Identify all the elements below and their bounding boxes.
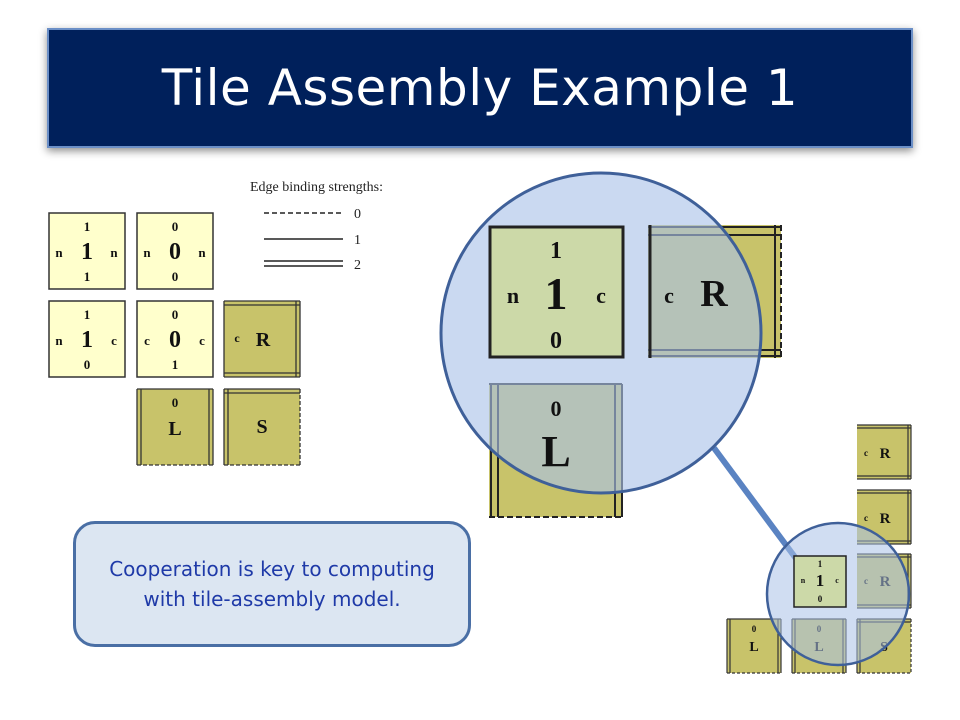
assembly-tile-one: 1 1 0 n c	[793, 555, 847, 608]
tile-center-label: R	[256, 329, 271, 351]
tile-bottom-label: 0	[818, 594, 823, 604]
tile-left-label: c	[144, 333, 150, 348]
zoom-tile-r-labels: c R	[648, 225, 728, 358]
callout-line-1: Cooperation is key to computing	[109, 557, 435, 581]
tile-bottom-label: 0	[172, 269, 179, 284]
zoom-tile-one: 1 1 0 n c	[488, 225, 625, 359]
binding-legend: Edge binding strengths: 0 1 2	[250, 180, 383, 273]
tile-left-label: n	[55, 333, 63, 348]
callout-line-2: with tile-assembly model.	[143, 587, 401, 611]
tile-right-label: c	[199, 333, 205, 348]
tile-top-label: 1	[84, 307, 91, 322]
tile-right-label: c	[596, 283, 606, 308]
tile-center-label: L	[749, 640, 758, 655]
tile-center-label: 0	[169, 327, 181, 353]
tile-s-small: S	[223, 388, 301, 466]
tile-left-label: c	[864, 448, 868, 458]
tile-top-label: 0	[172, 219, 179, 234]
tile-center-label: R	[700, 273, 728, 315]
tile-right-label: c	[111, 333, 117, 348]
tile-zero-c: 0 0 1 c c	[136, 300, 214, 378]
tile-center-label: 1	[81, 239, 93, 265]
tile-top-label: 1	[818, 559, 823, 569]
tile-top-label: 1	[550, 238, 562, 264]
tile-center-label: L	[541, 427, 570, 476]
title-bar: Tile Assembly Example 1	[47, 28, 913, 148]
tile-center-label: R	[880, 511, 891, 527]
tile-top-label: 0	[752, 624, 757, 634]
tile-left-label: c	[664, 283, 674, 308]
tile-center-label: 1	[816, 571, 825, 590]
tile-center-label: S	[256, 416, 267, 438]
tile-right-label: n	[198, 245, 206, 260]
tile-top-label: 0	[551, 396, 562, 421]
tile-zero-n: 0 0 0 n n	[136, 212, 214, 290]
page-title: Tile Assembly Example 1	[161, 59, 799, 117]
callout-box: Cooperation is key to computing with til…	[73, 521, 471, 647]
tile-center-label: R	[880, 446, 891, 462]
tile-l-small: 0 L	[136, 388, 214, 466]
tile-one-c: 1 1 0 n c	[48, 300, 126, 378]
tile-left-label: n	[801, 576, 806, 585]
tile-right-label: c	[835, 576, 839, 585]
tile-left-label: c	[234, 331, 240, 345]
tile-center-label: 1	[545, 268, 568, 319]
tile-center-label: 1	[81, 327, 93, 353]
tile-top-label: 0	[172, 307, 179, 322]
legend-label-1: 1	[354, 233, 361, 248]
tile-top-label: 0	[172, 395, 179, 410]
tile-center-label: L	[168, 418, 181, 440]
tile-bottom-label: 1	[172, 357, 179, 372]
tile-top-label: 1	[84, 219, 91, 234]
tile-left-label: n	[143, 245, 151, 260]
legend-label-2: 2	[354, 258, 361, 273]
assembly-tile-l-1: 0 L	[726, 618, 782, 674]
tile-bottom-label: 0	[550, 328, 562, 354]
tile-bottom-label: 1	[84, 269, 91, 284]
callout-text: Cooperation is key to computing with til…	[109, 554, 435, 614]
tile-one-n: 1 1 1 n n	[48, 212, 126, 290]
legend-heading: Edge binding strengths:	[250, 180, 383, 195]
tile-right-label: n	[110, 245, 118, 260]
tile-left-label: c	[864, 513, 868, 523]
legend-label-0: 0	[354, 207, 361, 222]
tile-left-label: n	[507, 283, 519, 308]
zoom-tile-l-labels: 0 L	[541, 396, 570, 476]
assembly-tile-r-1: c R	[857, 424, 912, 480]
tile-left-label: n	[55, 245, 63, 260]
tile-r-small: c R	[223, 300, 301, 378]
tile-center-label: 0	[169, 239, 181, 265]
tile-bottom-label: 0	[84, 357, 91, 372]
